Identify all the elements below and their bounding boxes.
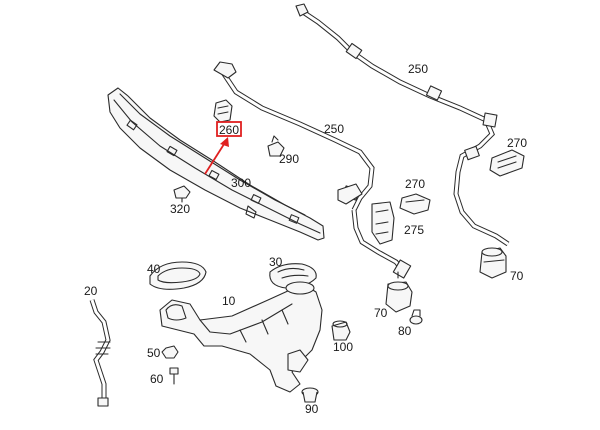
label-320: 320	[170, 202, 191, 216]
pump-part-70-right	[479, 247, 507, 279]
label-80: 80	[398, 324, 412, 338]
label-30: 30	[269, 255, 283, 269]
plug-part-90	[301, 387, 319, 403]
label-50: 50	[147, 346, 161, 360]
connector-cluster	[337, 183, 363, 205]
label-70-right: 70	[510, 269, 524, 283]
clip-part-320	[173, 185, 191, 203]
bracket-part-260	[213, 99, 233, 123]
pump-part-70-middle	[385, 271, 413, 313]
highlight-box-260	[216, 121, 242, 137]
label-260: 260	[219, 123, 240, 137]
cap-part-100	[331, 320, 351, 341]
label-100: 100	[333, 340, 354, 354]
label-60: 60	[150, 372, 164, 386]
label-250-top: 250	[408, 62, 429, 76]
label-300: 300	[231, 176, 252, 190]
highlight-arrow-head	[220, 137, 229, 147]
hose-part-250-middle	[213, 61, 412, 279]
label-270-right: 270	[507, 136, 528, 150]
label-20: 20	[84, 284, 98, 298]
label-10: 10	[222, 294, 236, 308]
clip-part-290	[267, 135, 285, 157]
nut-part-50	[161, 345, 179, 359]
bolt-part-60	[169, 367, 179, 385]
cowl-panel-part-300	[107, 87, 325, 241]
label-275: 275	[404, 223, 425, 237]
label-40: 40	[147, 262, 161, 276]
label-290: 290	[279, 152, 300, 166]
hose-part-250-top	[295, 3, 510, 247]
label-90: 90	[305, 402, 319, 416]
highlight-callout	[204, 121, 242, 175]
label-250-middle: 250	[324, 122, 345, 136]
grommet-part-80	[409, 309, 423, 325]
nozzle-part-270-right	[489, 149, 525, 177]
bracket-part-275	[371, 201, 395, 245]
connector-part-270-middle	[399, 193, 431, 215]
hose-part-20	[89, 299, 111, 407]
reservoir-part-10	[159, 281, 323, 393]
highlight-arrow-shaft	[204, 140, 227, 175]
gasket-part-40	[149, 261, 207, 290]
label-270-middle: 270	[405, 177, 426, 191]
label-70-middle: 70	[374, 306, 388, 320]
